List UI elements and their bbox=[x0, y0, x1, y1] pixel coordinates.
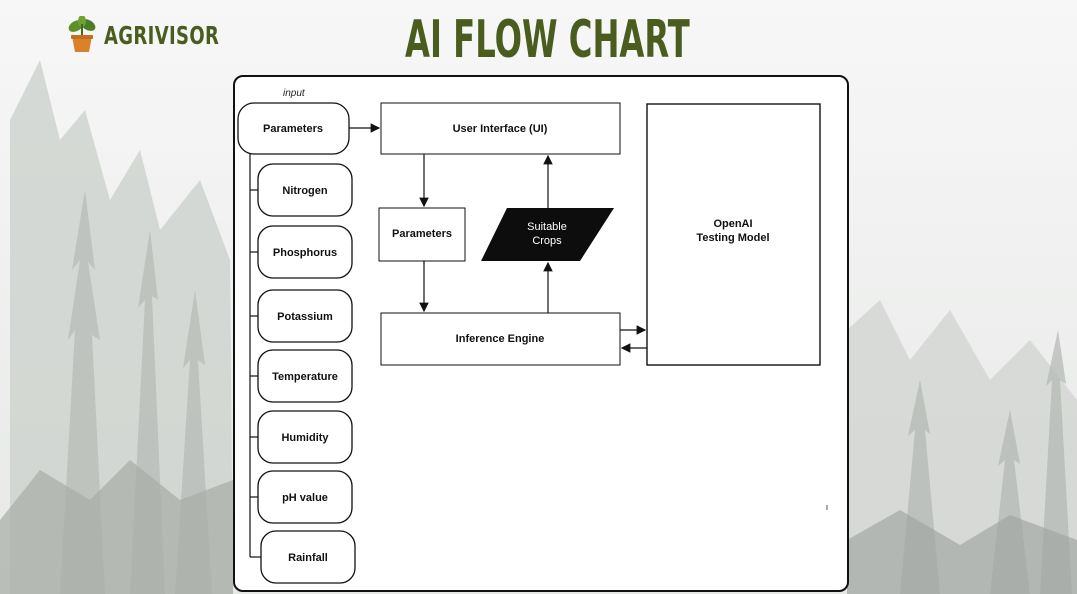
input-node-label: pH value bbox=[282, 492, 328, 504]
input-node-label: Temperature bbox=[272, 371, 338, 383]
suitable-crops-node: Suitable Crops bbox=[481, 208, 614, 261]
user-interface-label: User Interface (UI) bbox=[453, 123, 548, 135]
input-node: Phosphorus bbox=[250, 225, 353, 279]
user-interface-node: User Interface (UI) bbox=[380, 102, 621, 155]
input-node-label: Phosphorus bbox=[273, 247, 337, 259]
brand-name: AGRIVISOR bbox=[104, 20, 220, 50]
potted-plant-icon bbox=[68, 16, 96, 52]
input-node-label: Humidity bbox=[281, 432, 329, 444]
input-node: Humidity bbox=[250, 410, 353, 464]
input-node-box bbox=[257, 289, 353, 343]
openai-model-label-line2: Testing Model bbox=[696, 232, 769, 244]
input-node: Potassium bbox=[250, 289, 353, 343]
input-node-label: Potassium bbox=[277, 311, 333, 323]
input-node: Temperature bbox=[250, 349, 353, 403]
input-node-label: Rainfall bbox=[288, 552, 328, 564]
parameters-root-node: Parameters bbox=[237, 102, 350, 155]
flowchart: input Parameters NitrogenPhosphorusPotas… bbox=[237, 88, 828, 584]
input-node-box bbox=[257, 225, 353, 279]
input-node-box bbox=[257, 163, 353, 217]
inference-engine-node: Inference Engine bbox=[380, 312, 621, 366]
suitable-crops-label-line2: Crops bbox=[532, 235, 562, 247]
input-node-box bbox=[257, 410, 353, 464]
openai-model-label-line1: OpenAI bbox=[713, 218, 752, 230]
page-title: AI FLOW CHART bbox=[405, 10, 690, 70]
input-node-box bbox=[257, 470, 353, 524]
brand: AGRIVISOR bbox=[66, 16, 264, 54]
parameters-node: Parameters bbox=[378, 207, 466, 262]
input-node-box bbox=[257, 349, 353, 403]
parameters-root-label: Parameters bbox=[263, 123, 323, 135]
suitable-crops-label-line1: Suitable bbox=[527, 221, 567, 233]
openai-model-node: OpenAI Testing Model bbox=[646, 103, 821, 366]
input-node: Rainfall bbox=[250, 530, 356, 584]
input-node-label: Nitrogen bbox=[282, 185, 328, 197]
input-node: pH value bbox=[250, 470, 353, 524]
inference-engine-label: Inference Engine bbox=[456, 333, 545, 345]
parameters-node-label: Parameters bbox=[392, 228, 452, 240]
input-label: input bbox=[283, 88, 306, 99]
input-node: Nitrogen bbox=[250, 163, 353, 217]
input-node-box bbox=[260, 530, 356, 584]
